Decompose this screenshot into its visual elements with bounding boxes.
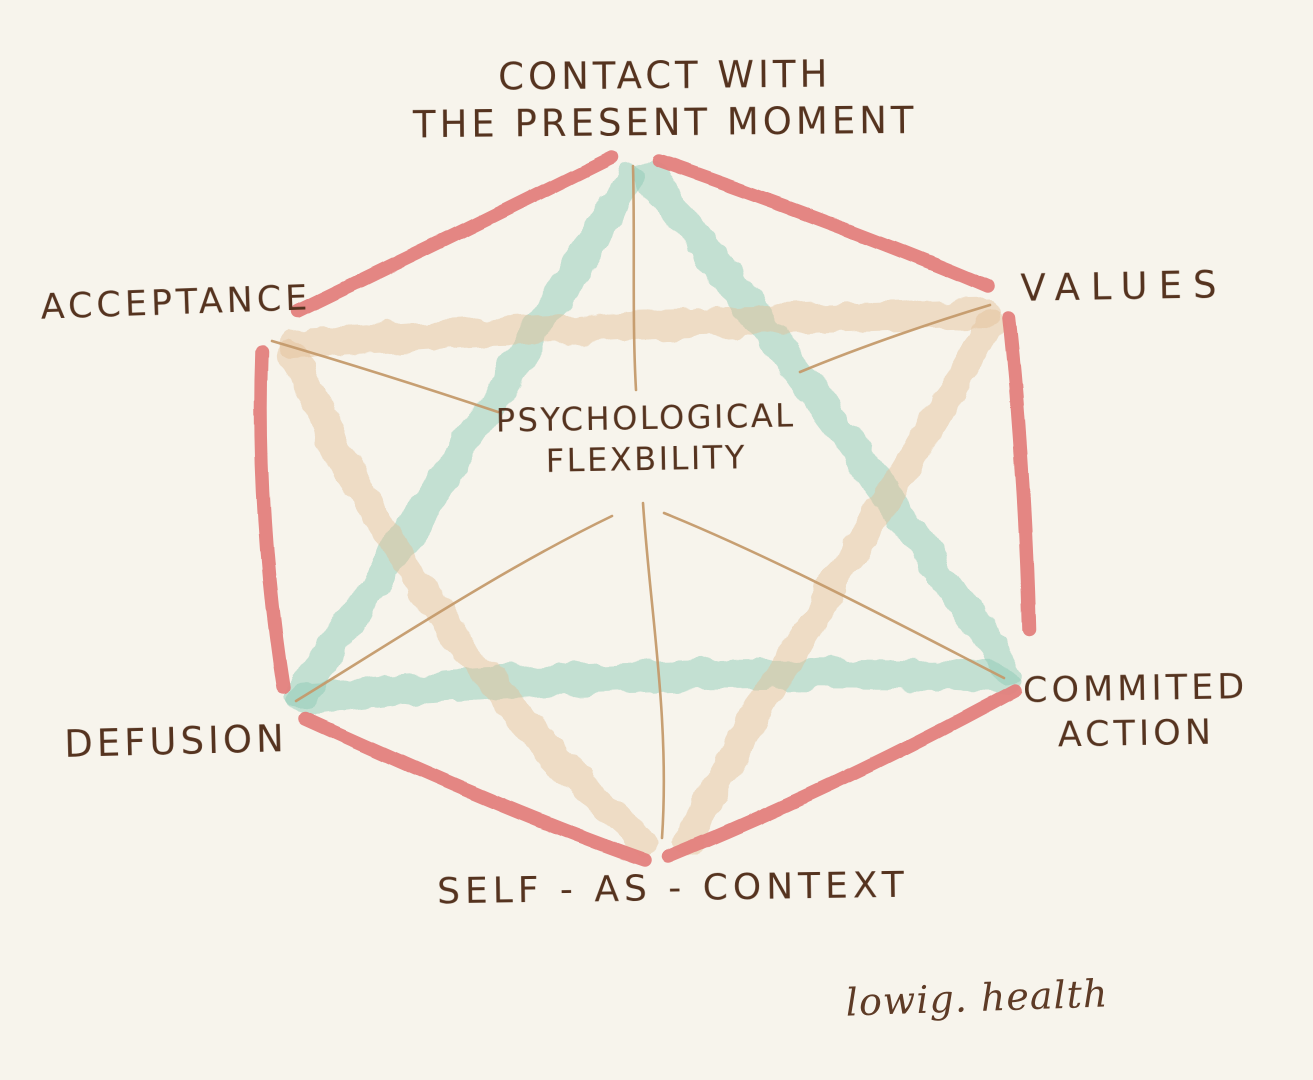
node-label-line: ACTION [1057, 712, 1216, 756]
node-label-line: VALUES [1020, 263, 1228, 310]
hexagon-edge-values-commited [1002, 311, 1036, 637]
hexagon-edge-selfcontext-defusion [299, 712, 652, 867]
hexagon-edge-commited-selfcontext [661, 683, 1023, 863]
spoke-center-commited [662, 511, 1006, 680]
hexagon-edge-acceptance-contact [291, 150, 619, 318]
node-label-acceptance: ACCEPTANCE [40, 276, 312, 330]
signature-handwritten: lowig. health [844, 971, 1110, 1025]
node-label-defusion: DEFUSION [64, 715, 289, 768]
hexagon-outline [254, 150, 1036, 867]
hexagon-edge-contact-values [652, 154, 995, 293]
center-label-psychological-flexibility: PSYCHOLOGICAL FLEXBILITY [495, 395, 796, 482]
tan-edge-acceptance-values [279, 299, 1001, 357]
tan-triangle [278, 299, 1004, 856]
center-spokes [270, 164, 1006, 840]
teal-triangle [285, 160, 1022, 714]
node-label-line: SELF - AS - CONTEXT [436, 864, 910, 913]
node-label-line: ACCEPTANCE [39, 278, 312, 328]
center-label-line: FLEXBILITY [545, 438, 748, 480]
teal-edge-contact-commited [634, 160, 1022, 683]
spoke-center-acceptance [270, 339, 500, 414]
node-label-line: DEFUSION [63, 717, 289, 766]
node-label-line: THE PRESENT MOMENT [412, 99, 918, 147]
spoke-center-defusion [294, 514, 614, 703]
node-label-self-as-context: SELF - AS - CONTEXT [437, 863, 909, 916]
node-label-values: VALUES [1020, 261, 1228, 312]
center-label-line: PSYCHOLOGICAL [495, 396, 796, 440]
node-label-line: CONTACT WITH [498, 52, 832, 99]
tan-edge-values-selfcontext [674, 308, 1004, 856]
spoke-center-selfcontext [641, 501, 666, 840]
tan-edge-acceptance-selfcontext [278, 338, 659, 856]
teal-edge-defusion-commited [288, 658, 1020, 714]
node-label-line: COMMITED [1022, 667, 1249, 711]
hexagon-edge-defusion-acceptance [254, 345, 290, 694]
teal-edge-contact-defusion [285, 163, 645, 709]
node-label-commited-action: COMMITED ACTION [1023, 665, 1250, 759]
node-label-contact-present-moment: CONTACT WITH THE PRESENT MOMENT [412, 50, 918, 149]
spoke-center-values [798, 303, 992, 374]
spoke-center-contact [631, 164, 638, 392]
